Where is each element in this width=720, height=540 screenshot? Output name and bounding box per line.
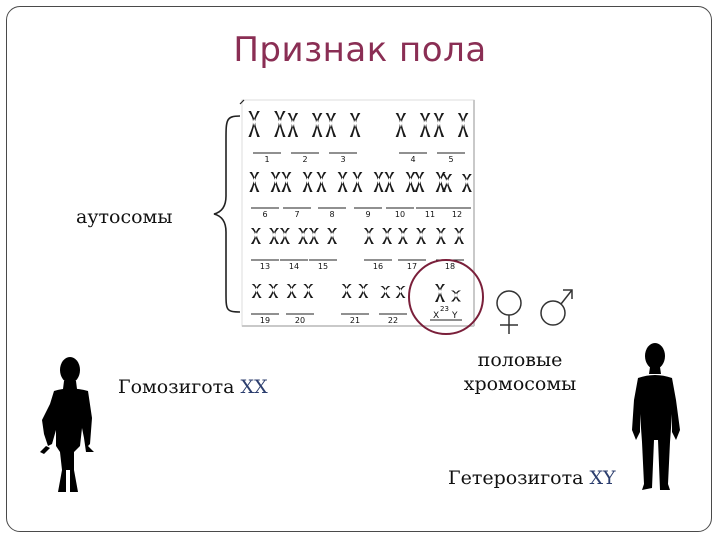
chromosome-number-7: 7 [294, 210, 299, 219]
chromosome-number-2: 2 [302, 155, 307, 164]
karyotype-chromosomes [248, 111, 472, 298]
chromosome-17-b [416, 228, 427, 244]
chromosome-number-10: 10 [395, 210, 405, 219]
chromosome-12-a [442, 174, 453, 192]
chromosome-13-a [250, 228, 261, 244]
chromosome-9-b [373, 172, 384, 192]
chromosome-8-a [316, 172, 327, 192]
sex-chromosomes-line2: хромосомы [463, 373, 577, 395]
chromosome-17-a [397, 228, 408, 244]
chromosome-number-21: 21 [350, 316, 360, 325]
chromosome-number-11: 11 [425, 210, 435, 219]
chromosome-6-b [270, 172, 281, 192]
slide-title: Признак пола [233, 30, 487, 70]
chromosome-number-1: 1 [264, 155, 269, 164]
chromosome-x [435, 284, 445, 302]
chromosome-4-b [419, 113, 431, 137]
chromosome-11-b [435, 172, 446, 192]
chromosome-number-4: 4 [410, 155, 415, 164]
chromosome-4-a [395, 113, 407, 137]
sex-pair-number: 23 [440, 305, 449, 313]
sex-chromosomes-label: половые хромосомы [440, 348, 600, 396]
homozygote-genotype: XX [240, 376, 268, 398]
chromosome-6-a [249, 172, 260, 192]
chromosome-10-a [384, 172, 395, 192]
chromosome-13-b [269, 228, 280, 244]
karyotype-card [241, 99, 475, 327]
brace-tick [239, 99, 245, 105]
chromosome-7-a [281, 172, 292, 192]
chromosome-number-3: 3 [340, 155, 345, 164]
woman-silhouette-icon [40, 357, 94, 492]
chromosome-3-a [325, 113, 337, 137]
male-symbol-icon [540, 289, 573, 326]
chromosome-3-b [349, 113, 361, 137]
sex-pair-y-label: Y [451, 311, 458, 321]
chromosome-14-b [298, 228, 309, 244]
heterozygote-genotype: XY [589, 467, 616, 489]
chromosome-number-8: 8 [329, 210, 334, 219]
sex-chromosome-pair [430, 284, 462, 321]
autosomes-label: аутосомы [76, 206, 173, 228]
chromosome-18-a [435, 228, 446, 244]
man-silhouette-icon [632, 343, 680, 490]
heterozygote-label: Гетерозигота XY [448, 467, 616, 489]
chromosome-14-a [279, 228, 290, 244]
chromosome-15-a [308, 228, 319, 244]
chromosome-2-b [311, 113, 323, 137]
chromosome-5-a [433, 113, 445, 137]
homozygote-text: Гомозигота [118, 376, 235, 398]
chromosome-number-14: 14 [289, 262, 299, 271]
homozygote-label: Гомозигота XX [118, 376, 268, 398]
sex-chromosomes-line1: половые [477, 349, 563, 371]
chromosome-16-a [363, 228, 374, 244]
chromosome-16-b [382, 228, 393, 244]
chromosome-number-20: 20 [295, 316, 305, 325]
sex-chromosome-circle [408, 259, 484, 335]
chromosome-number-15: 15 [318, 262, 328, 271]
chromosome-5-b [457, 113, 469, 137]
chromosome-10-b [405, 172, 416, 192]
chromosome-12-b [461, 174, 472, 192]
chromosome-number-6: 6 [262, 210, 267, 219]
chromosome-number-13: 13 [260, 262, 270, 271]
chromosome-15-b [327, 228, 338, 244]
chromosome-7-b [302, 172, 313, 192]
heterozygote-text: Гетерозигота [448, 467, 584, 489]
autosome-brace [213, 115, 241, 313]
chromosome-1-b [274, 111, 286, 137]
chromosome-number-5: 5 [448, 155, 453, 164]
chromosome-number-18: 18 [445, 262, 455, 271]
female-symbol-icon [496, 290, 522, 334]
sex-pair-x-label: X [433, 311, 439, 321]
chromosome-number-17: 17 [407, 262, 417, 271]
chromosome-number-22: 22 [388, 316, 398, 325]
chromosome-number-16: 16 [373, 262, 383, 271]
chromosome-number-19: 19 [260, 316, 270, 325]
chromosome-8-b [337, 172, 348, 192]
chromosome-number-9: 9 [365, 210, 370, 219]
chromosome-2-a [287, 113, 299, 137]
chromosome-9-a [352, 172, 363, 192]
chromosome-1-a [248, 111, 260, 137]
chromosome-18-b [454, 228, 465, 244]
chromosome-number-12: 12 [452, 210, 462, 219]
chromosome-11-a [414, 172, 425, 192]
